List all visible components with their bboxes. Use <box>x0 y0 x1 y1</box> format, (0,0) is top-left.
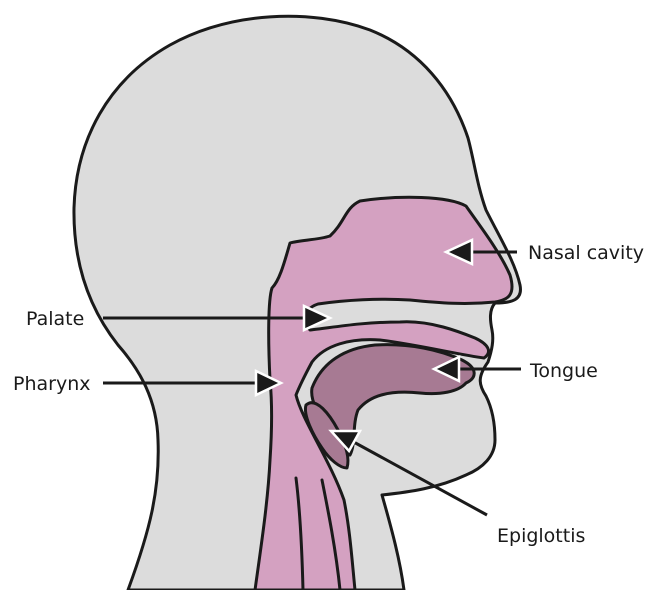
tongue-label: Tongue <box>529 360 598 382</box>
epiglottis-label: Epiglottis <box>497 525 585 547</box>
pharynx-label: Pharynx <box>13 373 90 395</box>
palate-label: Palate <box>26 308 84 330</box>
nasal-cavity-label: Nasal cavity <box>528 242 644 264</box>
